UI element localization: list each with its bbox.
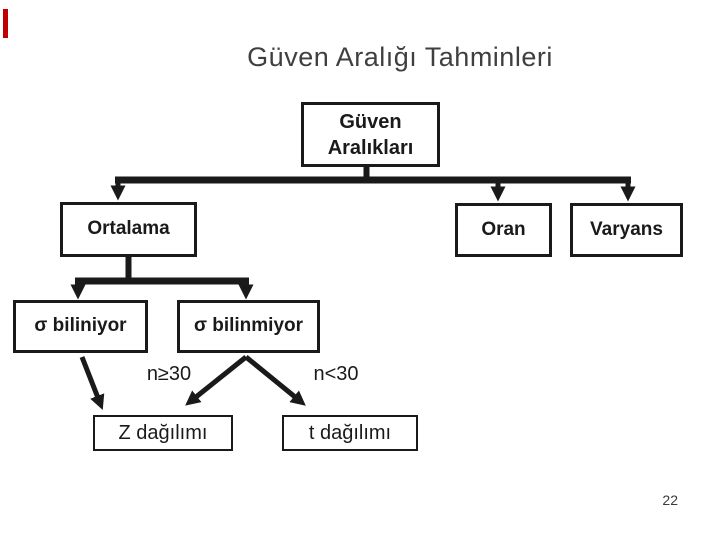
node-ortalama: Ortalama <box>60 202 197 257</box>
node-oran-label: Oran <box>481 218 526 240</box>
node-z-dagilimi: Z dağılımı <box>93 415 233 451</box>
node-guven-araliklari-line2: Aralıkları <box>327 136 414 159</box>
node-oran: Oran <box>455 203 552 257</box>
node-t-dagilimi-label: t dağılımı <box>308 422 392 444</box>
node-t-dagilimi: t dağılımı <box>282 415 418 451</box>
node-sigma-bilinmiyor: σ bilinmiyor <box>177 300 320 353</box>
page-number: 22 <box>662 492 678 508</box>
node-guven-araliklari: Güven Aralıkları <box>301 102 440 167</box>
node-guven-araliklari-line1: Güven <box>339 110 402 133</box>
node-sigma-biliniyor-label: σ biliniyor <box>34 315 127 337</box>
node-sigma-biliniyor: σ biliniyor <box>13 300 148 353</box>
condition-n-ge-30: n≥30 <box>146 363 192 385</box>
node-varyans: Varyans <box>570 203 683 257</box>
condition-n-lt-30: n<30 <box>313 363 359 385</box>
red-accent-mark <box>3 9 8 38</box>
node-sigma-bilinmiyor-label: σ bilinmiyor <box>193 315 304 337</box>
slide-title: Güven Aralığı Tahminleri <box>247 42 553 72</box>
node-ortalama-label: Ortalama <box>87 218 170 240</box>
node-z-dagilimi-label: Z dağılımı <box>118 422 208 444</box>
node-varyans-label: Varyans <box>590 218 663 240</box>
